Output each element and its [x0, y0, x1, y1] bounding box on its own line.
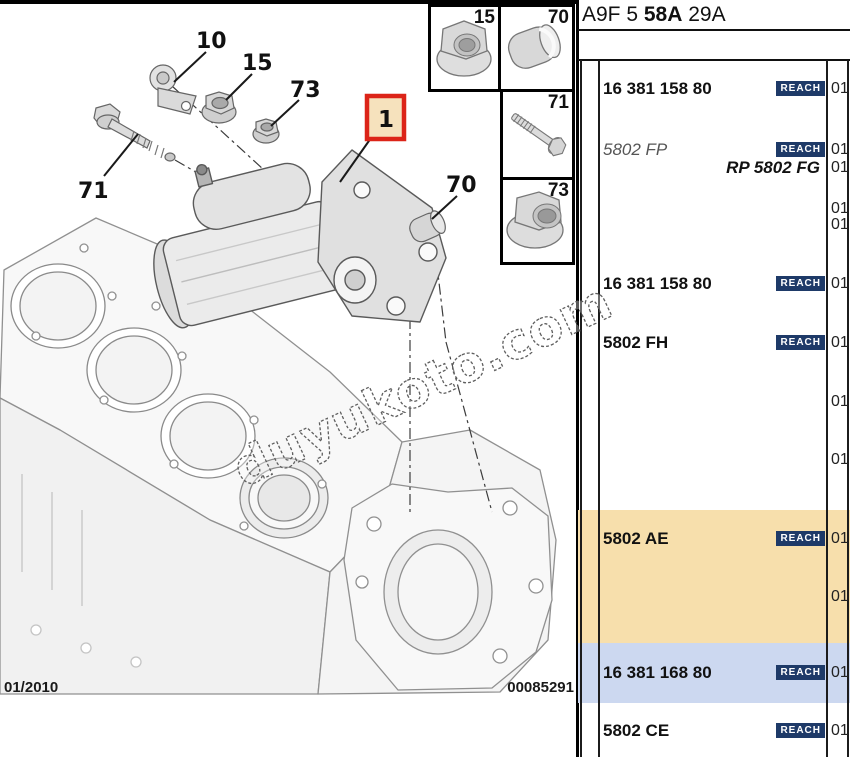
header-underline: [578, 29, 850, 31]
callout-70: 70: [446, 173, 477, 198]
table-row: 01: [578, 392, 850, 412]
part-number-link[interactable]: 16 381 158 80: [603, 274, 712, 293]
table-row: 5802 CE REACH 01: [578, 721, 850, 741]
table-row: 16 381 158 80 REACH 01: [578, 79, 850, 99]
callout-1-number: 1: [378, 107, 394, 133]
table-top-border: [578, 59, 850, 61]
callout-1-box[interactable]: 1: [364, 93, 407, 142]
sleeve-70-thumb: [507, 24, 561, 69]
reach-badge[interactable]: REACH: [776, 81, 825, 96]
plate-code-header: A9F 5 58A 29A: [582, 3, 726, 27]
nut-15-drawing: [201, 91, 237, 124]
reach-badge[interactable]: REACH: [776, 142, 825, 157]
thumbnail-number: 70: [547, 7, 569, 28]
table-row: 01: [578, 215, 850, 235]
quantity: 01: [831, 451, 849, 468]
thumbnail-number: 71: [547, 92, 569, 113]
quantity: 01: [831, 722, 849, 739]
part-ref-link[interactable]: 5802 CE: [603, 721, 670, 740]
plate-date: 01/2010: [4, 679, 59, 696]
thumbnail-number: 73: [547, 180, 569, 201]
reach-badge[interactable]: REACH: [776, 723, 825, 738]
table-row: 01: [578, 587, 850, 607]
panel-divider: [576, 0, 579, 757]
engine-block-drawing: [0, 217, 557, 695]
quantity: 01: [831, 141, 849, 158]
reach-badge[interactable]: REACH: [776, 665, 825, 680]
table-row: 01: [578, 199, 850, 219]
thumbnail-part-71[interactable]: 71: [500, 89, 575, 180]
leader-lines: [103, 51, 458, 220]
nut-73-thumb: [506, 191, 564, 249]
part-number-link[interactable]: 16 381 168 80: [603, 663, 712, 682]
reach-badge[interactable]: REACH: [776, 531, 825, 546]
table-row: RP 5802 FG 01: [578, 158, 850, 178]
part-ref-link[interactable]: 5802 AE: [603, 529, 669, 548]
part-number-link[interactable]: 16 381 158 80: [603, 79, 712, 98]
quantity: 01: [831, 200, 849, 217]
reach-badge[interactable]: REACH: [776, 335, 825, 350]
callout-10: 10: [196, 29, 227, 54]
table-border-right: [847, 60, 849, 757]
thumbnail-number: 15: [473, 7, 495, 28]
sensor-drawing: [149, 64, 197, 115]
plate-number: 00085291: [507, 679, 574, 696]
quantity: 01: [831, 216, 849, 233]
thumbnail-part-70[interactable]: 70: [498, 4, 575, 92]
table-border-left-outer: [580, 60, 582, 757]
part-ref-link[interactable]: 5802 FH: [603, 333, 669, 352]
table-row: 5802 FP REACH 01: [578, 140, 850, 160]
table-border-qty: [826, 60, 828, 757]
callout-71: 71: [78, 179, 109, 204]
part-ref-link[interactable]: RP 5802 FG: [726, 158, 820, 177]
thumbnail-part-15[interactable]: 15: [428, 4, 501, 92]
thumbnail-part-73[interactable]: 73: [500, 177, 575, 265]
quantity: 01: [831, 530, 849, 547]
bolt-71-drawing: [93, 103, 176, 162]
quantity: 01: [831, 588, 849, 605]
nut-73-drawing: [252, 118, 280, 144]
plate-code-bold: 58A: [643, 3, 683, 26]
starter-motor-drawing: [153, 149, 447, 329]
callout-15: 15: [242, 51, 273, 76]
top-border-bar: [0, 0, 577, 4]
table-row: 16 381 168 80 REACH 01: [578, 663, 850, 683]
parts-diagram: 10 15 73 71 70 1: [0, 29, 557, 695]
table-row: 16 381 158 80 REACH 01: [578, 274, 850, 294]
bolt-71-thumb: [511, 113, 567, 157]
table-border-left-inner: [598, 60, 600, 757]
plate-code-pre: A9F 5: [582, 3, 639, 26]
quantity: 01: [831, 393, 849, 410]
quantity: 01: [831, 159, 849, 176]
part-ref-link[interactable]: 5802 FP: [603, 140, 668, 159]
quantity: 01: [831, 334, 849, 351]
callout-73: 73: [290, 78, 321, 103]
nut-15-thumb: [436, 20, 492, 77]
table-row: 5802 FH REACH 01: [578, 333, 850, 353]
quantity: 01: [831, 664, 849, 681]
reach-badge[interactable]: REACH: [776, 276, 825, 291]
quantity: 01: [831, 275, 849, 292]
plate-code-post: 29A: [688, 3, 726, 26]
quantity: 01: [831, 80, 849, 97]
table-row: 5802 AE REACH 01: [578, 529, 850, 549]
table-row: 01: [578, 450, 850, 470]
